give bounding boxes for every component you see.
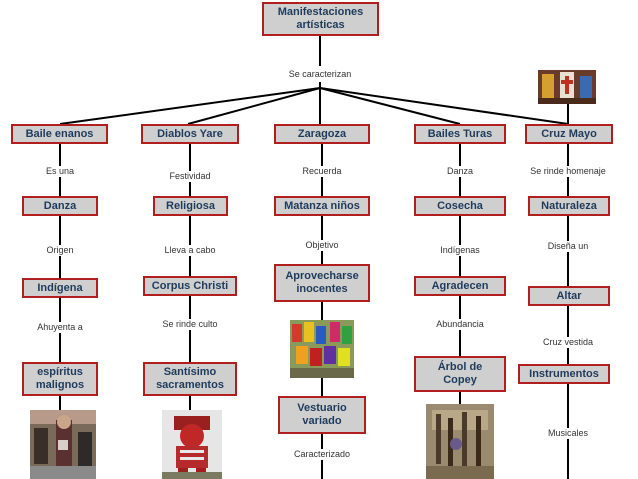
node-indigena: Indígena (22, 278, 98, 298)
link-label-cruz-vestida: Cruz vestida (540, 337, 596, 348)
node-aprovecharse-inocentes: Aprovecharse inocentes (274, 264, 370, 302)
link-label-abundancia: Abundancia (434, 319, 486, 330)
node-cruz-mayo: Cruz Mayo (525, 124, 613, 144)
node-bailes-turas: Bailes Turas (414, 124, 506, 144)
node-cosecha: Cosecha (414, 196, 506, 216)
node-religiosa: Religiosa (153, 196, 228, 216)
link-label-caracterizado: Caracterizado (291, 449, 353, 460)
node-zaragoza: Zaragoza (274, 124, 370, 144)
node-espiritus-malignos: espíritus malignos (22, 362, 98, 396)
link-label-disena-un: Diseña un (545, 241, 591, 252)
node-baile-enanos: Baile enanos (11, 124, 108, 144)
node-agradecen: Agradecen (414, 276, 506, 296)
link-label-es-una: Es una (43, 166, 77, 177)
link-label-recuerda: Recuerda (300, 166, 344, 177)
node-instrumentos: Instrumentos (518, 364, 610, 384)
photo-cruz-mayo (538, 70, 596, 104)
link-label-se-rinde-culto: Se rinde culto (160, 319, 220, 330)
node-arbol-de-copey: Árbol de Copey (414, 356, 506, 392)
node-diablos-yare: Diablos Yare (141, 124, 239, 144)
node-matanza-ninos: Matanza niños (274, 196, 370, 216)
photo-baile-enanos (30, 410, 96, 479)
link-label-lleva-a-cabo: Lleva a cabo (162, 245, 218, 256)
link-label-musicales: Musicales (545, 428, 591, 439)
photo-diablos-yare (162, 410, 222, 479)
node-vestuario-variado: Vestuario variado (278, 396, 366, 434)
node-naturaleza: Naturaleza (528, 196, 610, 216)
link-label-ahuyenta: Ahuyenta a (35, 322, 85, 333)
link-label-indigenas: Indígenas (438, 245, 482, 256)
photo-bailes-turas (426, 404, 494, 479)
link-label-origen: Origen (44, 245, 76, 256)
link-label-objetivo: Objetivo (303, 240, 341, 251)
root-link-label: Se caracterizan (286, 69, 354, 80)
root-node: Manifestaciones artísticas (262, 2, 379, 36)
node-danza: Danza (22, 196, 98, 216)
node-santisimo-sacramentos: Santísimo sacramentos (143, 362, 237, 396)
link-label-festividad: Festividad (167, 171, 213, 182)
node-corpus-christi: Corpus Christi (143, 276, 237, 296)
link-label-se-rinde-homenaje: Se rinde homenaje (528, 166, 608, 177)
photo-zaragoza (290, 320, 354, 378)
link-label-danza: Danza (444, 166, 476, 177)
node-altar: Altar (528, 286, 610, 306)
